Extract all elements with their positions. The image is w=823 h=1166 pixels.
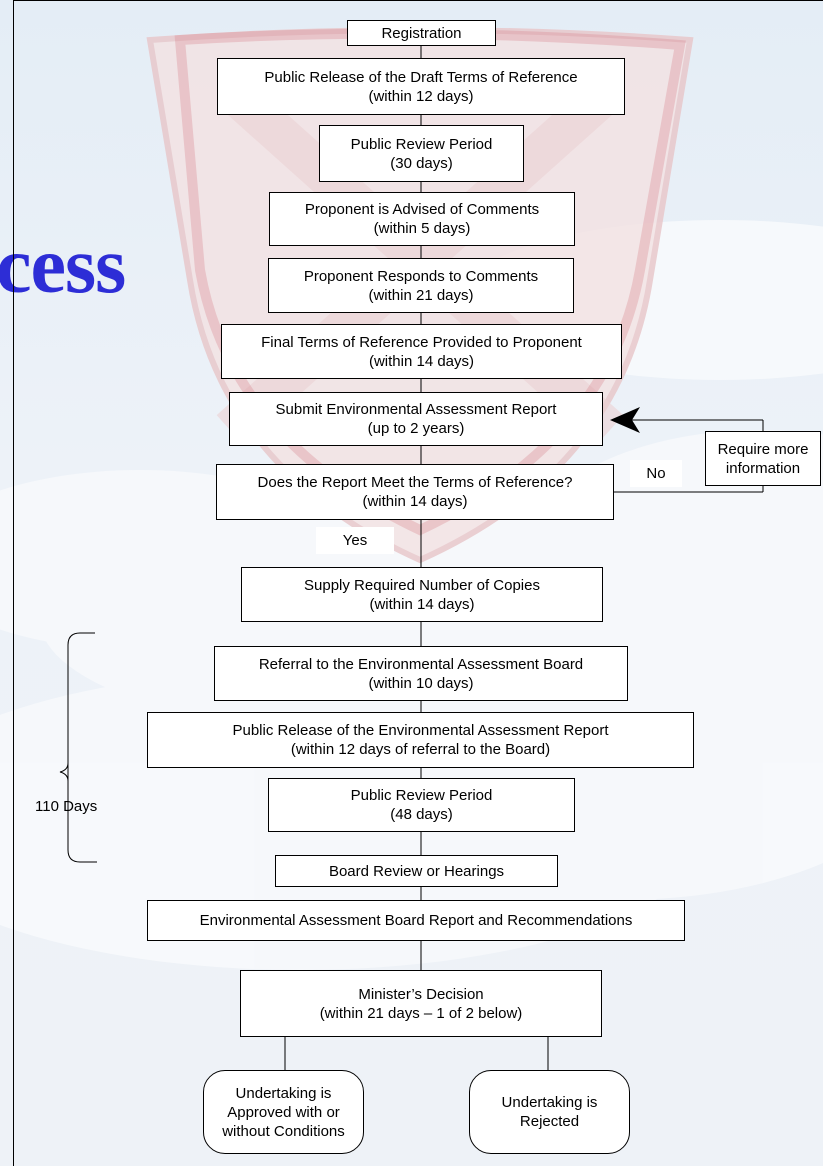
step-board-report: Environmental Assessment Board Report an… — [147, 900, 685, 941]
step-duration: (within 21 days – 1 of 2 below) — [319, 1004, 523, 1022]
step-proponent-responds: Proponent Responds to Comments (within 2… — [268, 258, 574, 313]
step-supply-copies: Supply Required Number of Copies (within… — [241, 567, 603, 622]
step-duration: (within 14 days) — [362, 493, 468, 510]
slide-frame-top — [13, 0, 823, 1]
arrowhead-icon — [610, 407, 640, 433]
outcome-text: Approved with or — [227, 1103, 340, 1121]
outcome-rejected: Undertaking is Rejected — [469, 1070, 630, 1154]
step-duration: (within 12 days) — [368, 87, 474, 105]
outcome-text: Undertaking is — [501, 1094, 598, 1111]
info-text: information — [725, 459, 801, 477]
step-text: Board Review or Hearings — [328, 862, 505, 880]
outcome-text: Undertaking is — [235, 1084, 332, 1102]
step-board-review: Board Review or Hearings — [275, 855, 558, 887]
bracket-duration-label: 110 Days — [35, 798, 98, 815]
step-report-meets-terms: Does the Report Meet the Terms of Refere… — [216, 464, 614, 520]
yes-label: Yes — [316, 527, 394, 554]
step-final-terms: Final Terms of Reference Provided to Pro… — [221, 324, 622, 379]
step-text: Does the Report Meet the Terms of Refere… — [257, 474, 573, 491]
step-duration: (up to 2 years) — [367, 420, 465, 437]
step-referral-to-board: Referral to the Environmental Assessment… — [214, 646, 628, 701]
step-text: Public Release of the Draft Terms of Ref… — [264, 68, 578, 86]
step-text: Proponent Responds to Comments — [303, 267, 539, 285]
slide-frame-left — [13, 0, 14, 1166]
step-text: Minister’s Decision — [358, 985, 484, 1003]
step-duration: (48 days) — [390, 806, 453, 823]
step-text: Registration — [381, 24, 462, 42]
page-heading-fragment: cess — [0, 222, 126, 310]
step-public-review-48: Public Review Period (48 days) — [268, 778, 575, 832]
step-proponent-advised: Proponent is Advised of Comments (within… — [269, 192, 575, 246]
step-duration: (within 10 days) — [368, 674, 474, 692]
info-text: Require more — [717, 440, 809, 458]
step-duration: (within 14 days) — [368, 352, 475, 370]
require-more-info-box: Require more information — [705, 431, 821, 486]
step-submit-report: Submit Environmental Assessment Report (… — [229, 392, 603, 446]
step-draft-terms-release: Public Release of the Draft Terms of Ref… — [217, 58, 625, 115]
step-text: Proponent is Advised of Comments — [304, 201, 540, 218]
step-text: Environmental Assessment Board Report an… — [199, 912, 633, 929]
step-duration: (within 14 days) — [369, 595, 475, 613]
step-text: Public Review Period — [350, 135, 493, 153]
step-registration: Registration — [347, 20, 496, 46]
step-text: Public Review Period — [350, 787, 493, 804]
step-duration: (within 21 days) — [368, 286, 474, 304]
step-text: Supply Required Number of Copies — [304, 576, 540, 594]
step-public-review-30: Public Review Period (30 days) — [319, 125, 524, 182]
no-label: No — [630, 460, 682, 487]
step-duration: (within 5 days) — [373, 220, 471, 237]
outcome-text: Rejected — [519, 1113, 580, 1130]
step-text: Submit Environmental Assessment Report — [275, 401, 557, 418]
step-duration: (within 12 days of referral to the Board… — [290, 741, 551, 758]
step-text: Referral to the Environmental Assessment… — [258, 655, 584, 673]
outcome-text: without Conditions — [222, 1122, 345, 1140]
step-report-public-release: Public Release of the Environmental Asse… — [147, 712, 694, 768]
outcome-approved: Undertaking is Approved with or without … — [203, 1070, 364, 1154]
step-duration: (30 days) — [390, 154, 453, 172]
step-text: Final Terms of Reference Provided to Pro… — [261, 333, 582, 351]
step-minister-decision: Minister’s Decision (within 21 days – 1 … — [240, 970, 602, 1037]
step-text: Public Release of the Environmental Asse… — [232, 722, 609, 739]
